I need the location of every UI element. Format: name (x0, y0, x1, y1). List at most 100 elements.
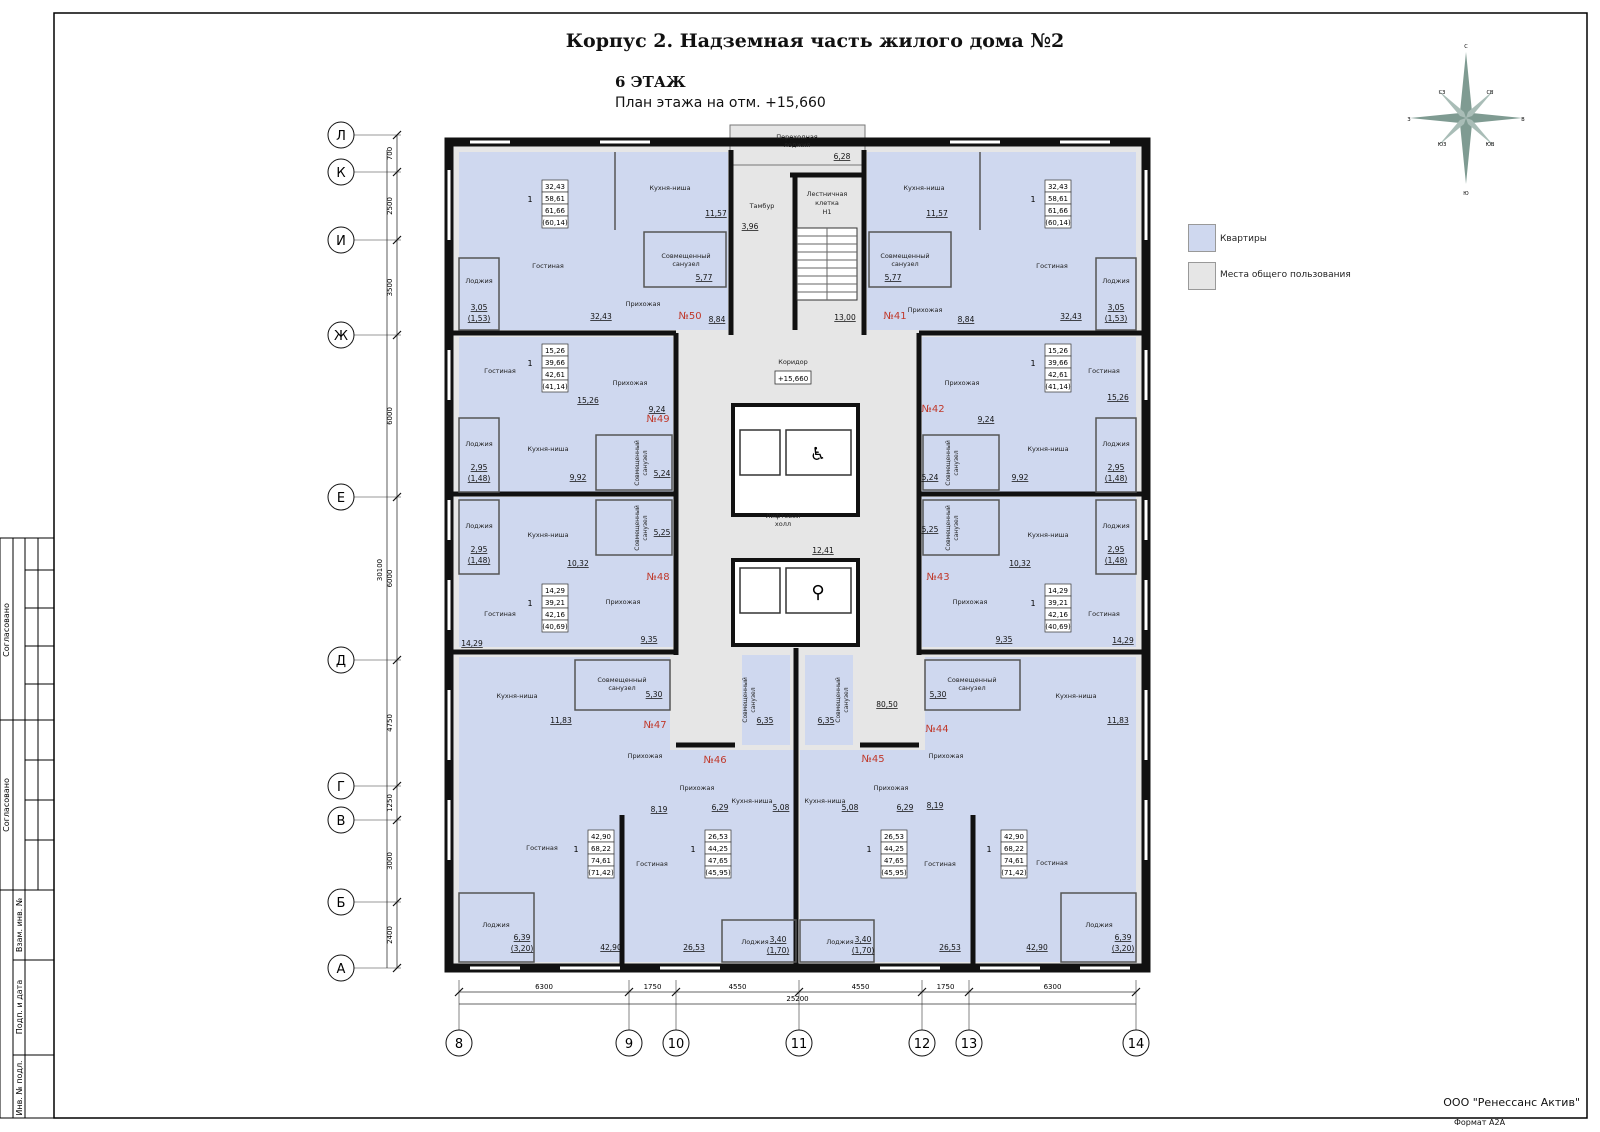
dimension-lines: ЛКИЖЕДГВБА700250035006000600047501250300… (327, 121, 1150, 1057)
label-bath1-50: Совмещенный (661, 252, 710, 260)
area-loggia-red-50: (1,53) (468, 314, 491, 323)
label-loggia-48: Лоджия (465, 522, 492, 530)
area-cell (880, 865, 908, 879)
row-dimension: 1250 (386, 794, 394, 812)
area-loggia-red-47: (3,20) (511, 944, 534, 953)
area-kitchen-42: 9,92 (1012, 473, 1029, 482)
area-cell-value: 42,61 (1048, 371, 1068, 379)
area-kitchen-44: 11,83 (1107, 716, 1129, 725)
area-hall-46: 6,29 (712, 803, 729, 812)
compass-rose-icon (1410, 52, 1522, 184)
label-lift-hall-1: Лифтовой (766, 512, 800, 520)
grid-axis-row (327, 226, 355, 254)
area-cell-value: (45,95) (881, 869, 907, 877)
vlabel-bath1-45: Совмещенный (835, 677, 842, 723)
label-stair-1: Лестничная (807, 190, 848, 198)
area-cell-value: (40,69) (542, 623, 568, 631)
apartment-number: №46 (703, 755, 726, 766)
area-loggia-red-48: (1,48) (468, 556, 491, 565)
col-dimension: 6300 (535, 983, 553, 991)
label-loggia-42: Лоджия (1102, 440, 1129, 448)
label-kitchen-43: Кухня-ниша (1027, 531, 1068, 539)
area-bath-44: 5,30 (930, 690, 947, 699)
apartment-rooms: 1 (690, 845, 695, 854)
interior-walls (449, 150, 1146, 965)
grid-axis-col (662, 1029, 690, 1057)
label-hall-42: Прихожая (945, 379, 980, 387)
area-cell-value: (45,95) (705, 869, 731, 877)
apartment-rooms: 1 (866, 845, 871, 854)
stamp-label-sign-date: Подп. и дата (15, 980, 24, 1035)
area-hall-45: 6,29 (897, 803, 914, 812)
area-hall-50: 8,84 (709, 315, 726, 324)
col-dimension: 1750 (644, 983, 662, 991)
grid-axis-row-label: Д (336, 654, 346, 669)
grid-axis-row-label: К (336, 166, 345, 181)
area-hall-44: 8,19 (927, 801, 944, 810)
area-vestibule: 3,96 (742, 222, 759, 231)
area-cell-value: 39,66 (1048, 359, 1069, 367)
apartment-number: №47 (643, 720, 666, 731)
area-living-49: 15,26 (577, 396, 599, 405)
grid-axis-col (955, 1029, 983, 1057)
area-living-42: 15,26 (1107, 393, 1129, 402)
area-hall-49: 9,24 (649, 405, 666, 414)
grid-axis-row (327, 646, 355, 674)
label-bath2-44: санузел (958, 684, 985, 692)
area-corridor: 80,50 (876, 700, 898, 709)
vlabel-bath1-46: Совмещенный (742, 677, 749, 723)
area-lift-hall: 12,41 (812, 546, 834, 555)
vlabel-bath2-46: санузел (750, 687, 757, 712)
vlabel-bath2-42: санузел (953, 450, 960, 475)
room-labels: Гостиная Кухня-ниша Прихожая Лоджия Совм… (465, 133, 1129, 946)
vertical-bath-labels: Совмещенный санузел Совмещенный санузел … (634, 440, 960, 723)
label-living-46: Гостиная (636, 860, 668, 868)
grid-axis-row (327, 806, 355, 834)
area-bath-49: 5,24 (654, 469, 671, 478)
area-hall-47: 8,19 (651, 805, 668, 814)
apartment-number: №48 (646, 572, 669, 583)
grid-axis-row-label: Б (337, 896, 346, 911)
label-kitchen-50: Кухня-ниша (649, 184, 690, 192)
vlabel-bath2-45: санузел (843, 687, 850, 712)
area-bath-45: 6,35 (818, 716, 835, 725)
area-cell-value: 61,66 (545, 207, 566, 215)
area-kitchen-48: 10,32 (567, 559, 589, 568)
label-stair-2: клетка (815, 199, 839, 207)
area-bath-50: 5,77 (696, 273, 713, 282)
area-kitchen-46: 5,08 (773, 803, 790, 812)
compass-e: В (1521, 117, 1525, 123)
apartment-rooms: 1 (527, 599, 532, 608)
grid-axis-row-label: А (337, 962, 346, 977)
label-living-41: Гостиная (1036, 262, 1068, 270)
area-loggia-red-42: (1,48) (1105, 474, 1128, 483)
col-dimension: 6300 (1044, 983, 1062, 991)
row-dimension: 2500 (386, 197, 394, 215)
area-kitchen-47: 11,83 (550, 716, 572, 725)
area-cell-value: (71,42) (588, 869, 614, 877)
area-cell-value: 58,61 (545, 195, 565, 203)
area-bath-48: 5,25 (654, 528, 671, 537)
area-cell-value: 26,53 (884, 833, 904, 841)
area-hall-43: 9,35 (996, 635, 1013, 644)
area-loggia-43: 2,95 (1108, 545, 1125, 554)
area-bath-41: 5,77 (885, 273, 902, 282)
vlabel-bath1-43: Совмещенный (945, 505, 952, 551)
row-dimension: 4750 (386, 714, 394, 732)
label-living-44: Гостиная (1036, 859, 1068, 867)
freight-lift-icon: ⚲ (811, 582, 824, 603)
compass-nw: СЗ (1439, 90, 1446, 96)
label-hall-50: Прихожая (626, 300, 661, 308)
row-dimension: 6000 (386, 570, 394, 588)
area-living-47: 42,90 (600, 943, 622, 952)
vlabel-bath1-48: Совмещенный (634, 505, 641, 551)
label-loggia-44: Лоджия (1085, 921, 1112, 929)
label-lift-hall-2: холл (775, 520, 791, 528)
label-kitchen-45: Кухня-ниша (804, 797, 845, 805)
area-cell-value: (41,14) (1045, 383, 1071, 391)
label-living-48: Гостиная (484, 610, 516, 618)
